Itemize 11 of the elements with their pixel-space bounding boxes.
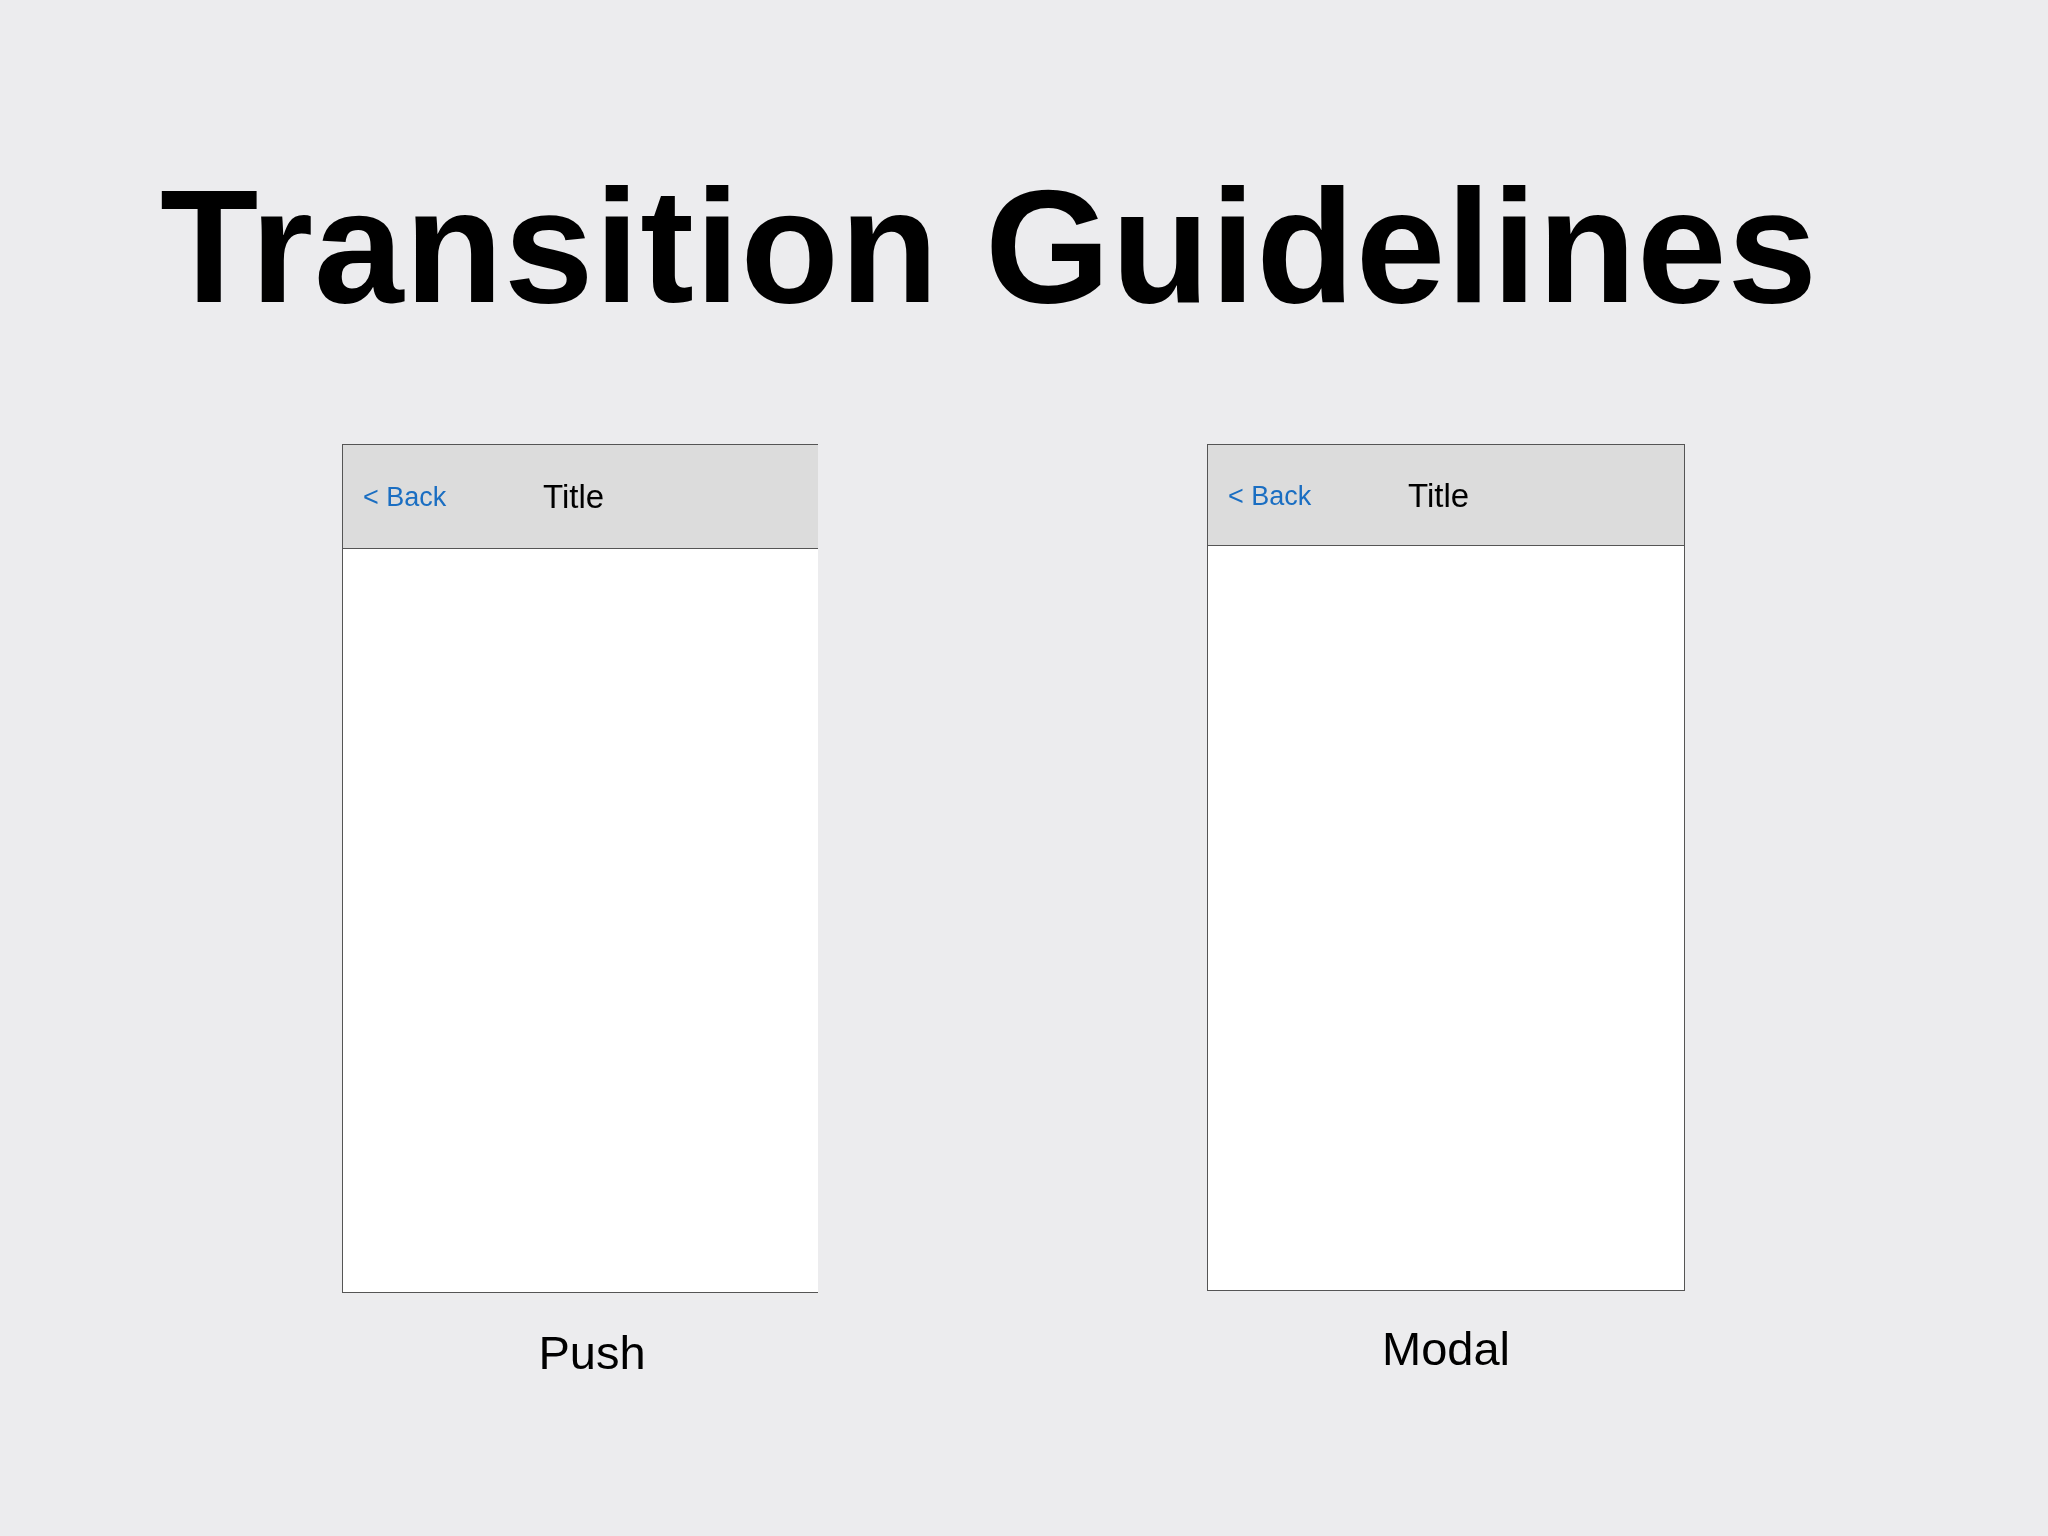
screen-title: Title: [1408, 476, 1470, 516]
back-link: < Back: [1228, 480, 1312, 513]
phone-screen: [1207, 444, 1685, 1291]
phone-screen: [342, 444, 818, 1293]
screen-title: Title: [543, 477, 605, 517]
navigation-bar: [1208, 445, 1684, 546]
screen-label: Push: [538, 1325, 646, 1381]
back-link: < Back: [363, 481, 447, 514]
page-title: Transition Guidelines: [160, 155, 1819, 338]
navigation-bar: [343, 445, 818, 549]
screen-label: Modal: [1382, 1321, 1510, 1377]
